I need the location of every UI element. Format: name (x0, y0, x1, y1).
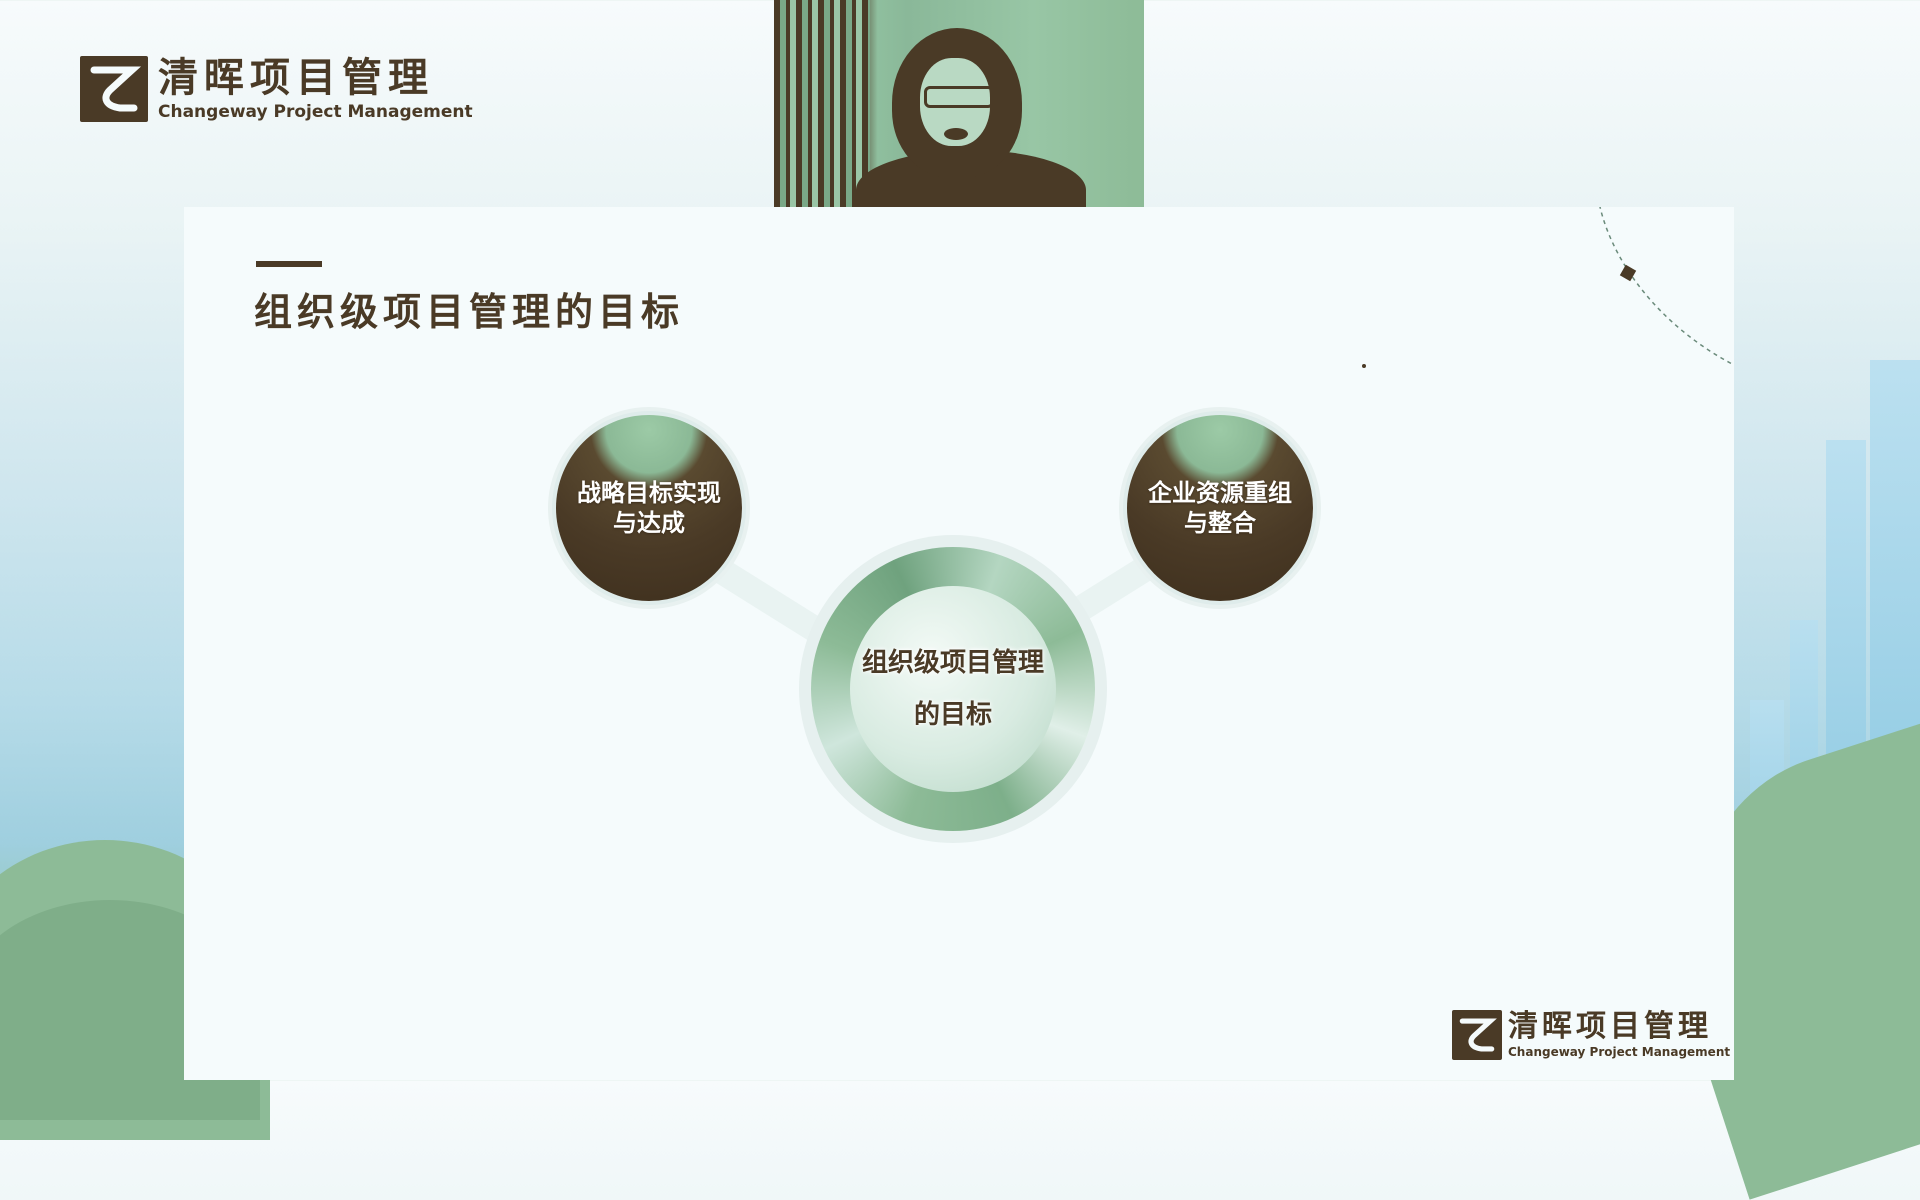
brand-name-en-bottom: Changeway Project Management (1508, 1045, 1731, 1059)
webcam-background-curtain (774, 0, 870, 207)
brand-name-en: Changeway Project Management (158, 102, 473, 122)
goal-node-resources-line2: 与整合 (1184, 509, 1256, 537)
center-node-line1: 组织级项目管理 (861, 648, 1044, 678)
slide-title: 组织级项目管理的目标 (254, 290, 685, 334)
goal-node-strategy-line2: 与达成 (613, 509, 685, 537)
goal-node-strategy: 战略目标实现 与达成 (556, 415, 742, 601)
changeway-logo-icon-small (1452, 1010, 1502, 1060)
goal-node-strategy-line1: 战略目标实现 (577, 479, 721, 507)
presentation-slide: 组织级项目管理的目标 战略目标实现 与达成 企业资源重组 与整合 组织级项目管理… (184, 207, 1734, 1080)
decorative-dot (1362, 364, 1366, 368)
center-node-line2: 的目标 (913, 700, 992, 730)
brand-logo-top: 清晖项目管理 Changeway Project Management (80, 56, 473, 122)
decorative-arc (1599, 207, 1734, 366)
changeway-logo-icon (80, 56, 148, 122)
goal-node-resources-line1: 企业资源重组 (1148, 479, 1292, 507)
title-accent-bar (256, 261, 322, 267)
presenter-mouth (944, 128, 968, 140)
brand-logo-bottom: 清晖项目管理 Changeway Project Management (1452, 1010, 1730, 1060)
presenter-webcam-video[interactable] (774, 0, 1144, 207)
brand-name-cn: 清晖项目管理 (158, 55, 434, 101)
goal-node-resources: 企业资源重组 与整合 (1127, 415, 1313, 601)
presenter-glasses (924, 86, 994, 108)
brand-name-cn-bottom: 清晖项目管理 (1508, 1009, 1712, 1044)
center-node: 组织级项目管理 的目标 (850, 586, 1056, 792)
